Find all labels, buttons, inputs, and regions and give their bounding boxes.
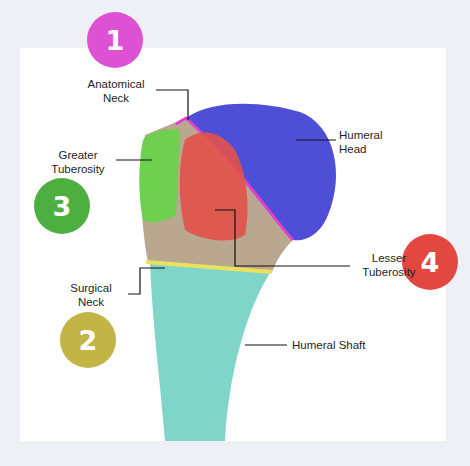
callout-circle: 4 [402,234,458,290]
leader-line [296,139,336,140]
part-label: Lesser Tuberosity [354,251,424,280]
callout-circle: 2 [60,312,116,368]
surgical-neck [146,262,272,272]
humeral-shaft [150,262,272,441]
part-label: Humeral Head [339,128,399,157]
lesser-tuberosity [180,133,248,241]
greater-tuberosity [139,129,180,222]
part-label: Humeral Shaft [292,338,402,352]
callout-number: 2 [79,327,98,354]
callout-number: 4 [421,249,440,276]
callout-number: 3 [53,193,72,220]
leader-line [128,268,165,294]
callout-circle: 1 [87,12,143,68]
callout-number: 1 [106,27,125,54]
callout-circle: 3 [34,178,90,234]
part-label: Surgical Neck [58,281,124,310]
leader-line [156,90,188,120]
leader-line [116,159,152,160]
panel [20,48,446,441]
part-label: Anatomical Neck [80,77,152,106]
part-label: Greater Tuberosity [42,148,114,177]
leader-line [215,210,350,266]
leader-line [245,344,287,345]
